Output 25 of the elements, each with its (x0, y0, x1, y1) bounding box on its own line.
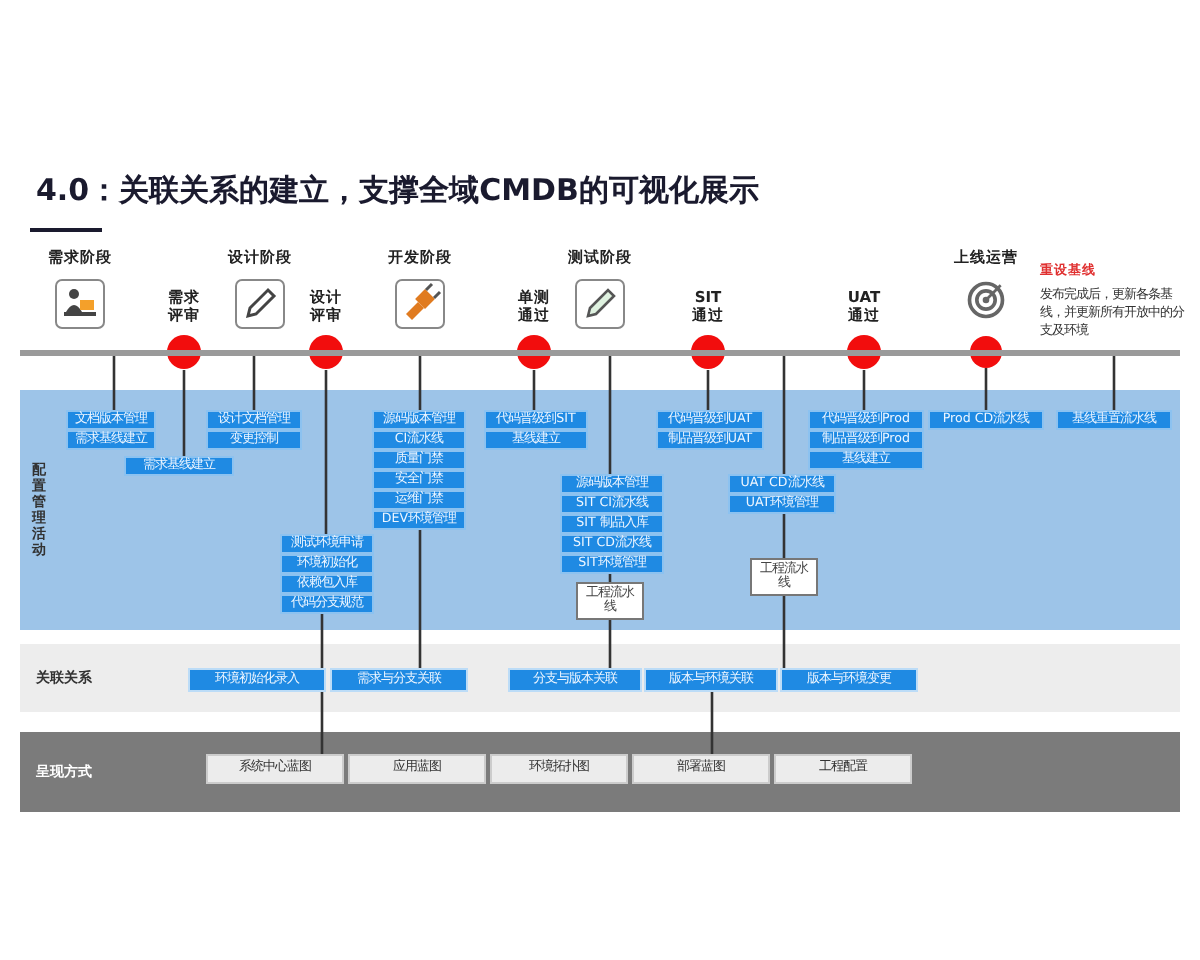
connector-line (182, 370, 186, 456)
connector-line (710, 692, 714, 754)
connector-line (252, 356, 256, 410)
connector-line (1112, 356, 1116, 410)
connector-line (418, 356, 422, 410)
connector-line (706, 370, 710, 410)
activity-band (20, 390, 1180, 630)
timeline-axis (20, 350, 1180, 356)
connector-line (608, 356, 612, 474)
relation-band (20, 644, 1180, 712)
connector-line (418, 530, 422, 668)
connector-line (782, 514, 786, 558)
connector-line (782, 356, 786, 474)
presentation-band (20, 732, 1180, 812)
connector-line (782, 596, 786, 668)
connector-line (324, 370, 328, 534)
connector-line (320, 692, 324, 754)
connector-line (862, 370, 866, 410)
connector-line (532, 370, 536, 410)
connector-line (608, 574, 612, 582)
connector-line (608, 620, 612, 668)
slide-title: 4.0：关联关系的建立，支撑全域CMDB的可视化展示 (36, 172, 761, 212)
connector-line (320, 614, 324, 668)
connector-line (112, 356, 116, 410)
connector-line (984, 368, 988, 410)
